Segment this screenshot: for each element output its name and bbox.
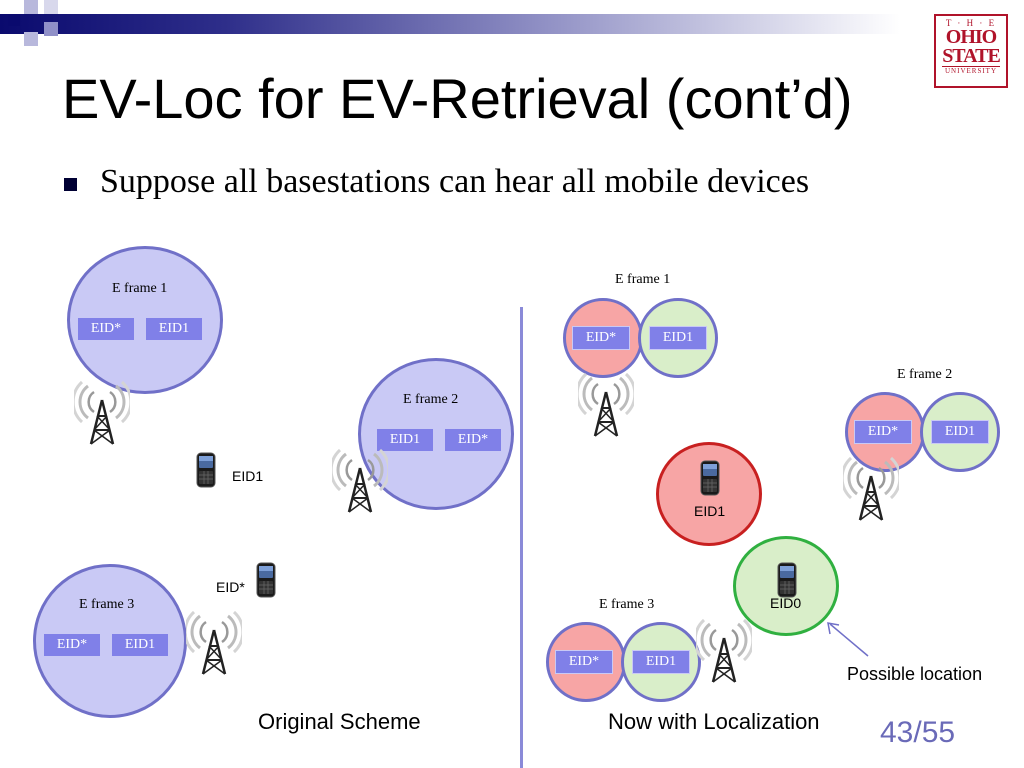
logo-line: T · H · E [945, 18, 997, 28]
eid-box: EID* [555, 650, 613, 674]
frame-label: E frame 1 [112, 281, 168, 296]
device-label: EID1 [232, 468, 264, 484]
annotation-arrow [827, 622, 869, 657]
frame-label: E frame 2 [897, 367, 953, 382]
osu-logo: T · H · E OHIO STATE UNIVERSITY [934, 14, 1008, 88]
cell-tower-icon [578, 372, 634, 438]
device-label: EID1 [694, 503, 726, 519]
slide-title: EV-Loc for EV-Retrieval (cont’d) [62, 67, 853, 130]
page-number: 43/55 [880, 716, 956, 749]
caption-localization: Now with Localization [608, 709, 820, 734]
corner-square-light [44, 0, 58, 14]
cell-tower-icon [332, 448, 388, 514]
logo-line: UNIVERSITY [942, 66, 1000, 75]
corner-square-light [24, 0, 38, 14]
frame-label: E frame 2 [403, 392, 459, 407]
eid-box: EID1 [649, 326, 707, 350]
frame-label: E frame 1 [615, 272, 671, 287]
header-gradient-bar [0, 14, 900, 34]
eid-box: EID1 [111, 633, 169, 657]
device-label: EID* [216, 579, 245, 595]
caption-original-scheme: Original Scheme [258, 709, 421, 734]
possible-location-label: Possible location [847, 664, 983, 684]
eid-box: EID* [854, 420, 912, 444]
eid-box: EID1 [931, 420, 989, 444]
cell-tower-icon [696, 618, 752, 684]
logo-line: STATE [942, 45, 1001, 67]
phone-icon [700, 460, 720, 496]
cell-tower-icon [74, 380, 130, 446]
phone-icon [256, 562, 276, 598]
corner-square-mid [44, 22, 58, 36]
eid-box: EID* [572, 326, 630, 350]
bullet-text: Suppose all basestations can hear all mo… [100, 163, 810, 200]
section-divider [520, 307, 523, 768]
corner-square-light [24, 32, 38, 46]
device-label: EID0 [770, 595, 802, 611]
eid-box: EID1 [632, 650, 690, 674]
cell-tower-icon [186, 610, 242, 676]
eid-box: EID* [77, 317, 135, 341]
cell-tower-icon [843, 456, 899, 522]
frame-label: E frame 3 [599, 597, 655, 612]
eid-box: EID* [43, 633, 101, 657]
bullet-marker [64, 178, 77, 191]
eid-box: EID* [444, 428, 502, 452]
corner-square-dark [8, 14, 20, 26]
logo-line: OHIO [945, 26, 997, 48]
phone-icon [196, 452, 216, 488]
phone-icon [777, 562, 797, 598]
eid-box: EID1 [145, 317, 203, 341]
frame-label: E frame 3 [79, 597, 135, 612]
eid-box: EID1 [376, 428, 434, 452]
